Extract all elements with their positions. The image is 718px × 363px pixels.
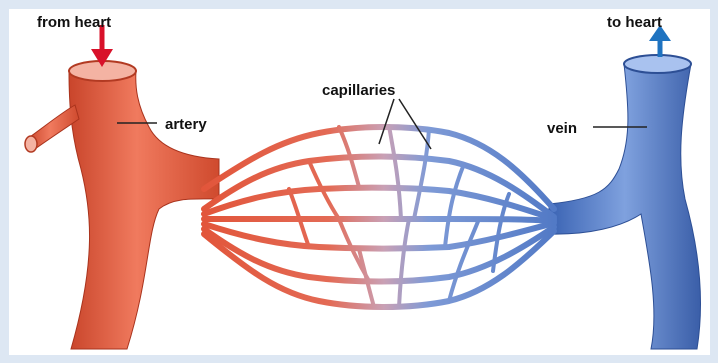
artery-vessel (25, 61, 219, 349)
circulation-diagram: from heart to heart capillaries artery v… (9, 9, 710, 355)
artery-label: artery (165, 116, 207, 133)
from-heart-label: from heart (37, 14, 111, 31)
vein-vessel (549, 55, 701, 349)
vein-label: vein (547, 120, 577, 137)
to-heart-label: to heart (607, 14, 662, 31)
capillaries-label: capillaries (322, 82, 395, 99)
capillaries-leader-line-2 (399, 99, 431, 149)
capillary-network (204, 126, 554, 307)
diagram-frame: from heart to heart capillaries artery v… (9, 9, 710, 355)
